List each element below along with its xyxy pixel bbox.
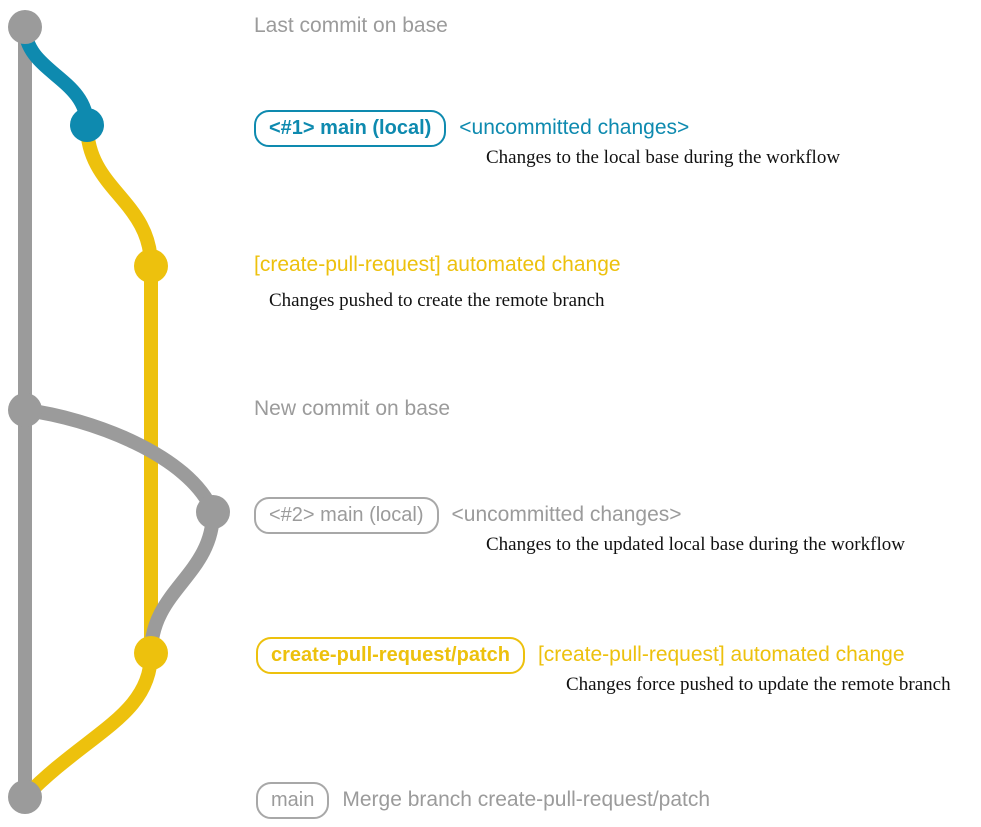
commit-node-base-new-commit[interactable] (8, 393, 42, 427)
edge-base-new-to-local-2 (18, 403, 220, 519)
commit-row-new-commit-on-base: New commit on base (254, 398, 450, 419)
commit-row-merge-commit: main Merge branch create-pull-request/pa… (256, 782, 710, 819)
commit-description: Changes to the local base during the wor… (486, 147, 841, 168)
commit-row-remote-commit-2: create-pull-request/patch [create-pull-r… (256, 637, 905, 674)
commit-subject: Merge branch create-pull-request/patch (342, 788, 711, 811)
commit-subject: New commit on base (254, 397, 451, 420)
commit-subject: [create-pull-request] automated change (537, 643, 905, 666)
commit-row-local-commit-1: <#1> main (local) <uncommitted changes> (254, 110, 689, 147)
branch-pill-main[interactable]: main (256, 782, 330, 819)
commit-node-remote-commit-2[interactable] (134, 636, 168, 670)
commit-node-local-commit-1[interactable] (70, 108, 104, 142)
edge-remote-2-to-merge (18, 646, 158, 804)
commit-node-remote-commit-1[interactable] (134, 249, 168, 283)
edge-base-to-local-1 (18, 20, 94, 132)
edge-local-1-to-remote-1 (80, 118, 158, 273)
commit-subject: [create-pull-request] automated change (254, 253, 621, 276)
commit-row-remote-commit-1: [create-pull-request] automated change (254, 254, 621, 275)
commit-subject: <uncommitted changes> (451, 503, 682, 526)
edge-local-2-to-remote-2 (144, 505, 220, 660)
commit-description: Changes pushed to create the remote bran… (269, 290, 605, 311)
commit-subject: <uncommitted changes> (459, 116, 690, 139)
commit-description: Changes to the updated local base during… (486, 534, 905, 555)
branch-pill-main-local-1[interactable]: <#1> main (local) (254, 110, 447, 147)
branch-pill-create-pull-request-patch[interactable]: create-pull-request/patch (256, 637, 525, 674)
commit-node-base-merge-commit[interactable] (8, 780, 42, 814)
branch-pill-main-local-2[interactable]: <#2> main (local) (254, 497, 439, 534)
commit-description: Changes force pushed to update the remot… (566, 674, 951, 695)
commit-node-base-last-commit[interactable] (8, 10, 42, 44)
commit-subject: Last commit on base (254, 14, 448, 37)
commit-row-local-commit-2: <#2> main (local) <uncommitted changes> (254, 497, 682, 534)
commit-row-last-commit-on-base: Last commit on base (254, 15, 448, 36)
commit-node-local-commit-2[interactable] (196, 495, 230, 529)
